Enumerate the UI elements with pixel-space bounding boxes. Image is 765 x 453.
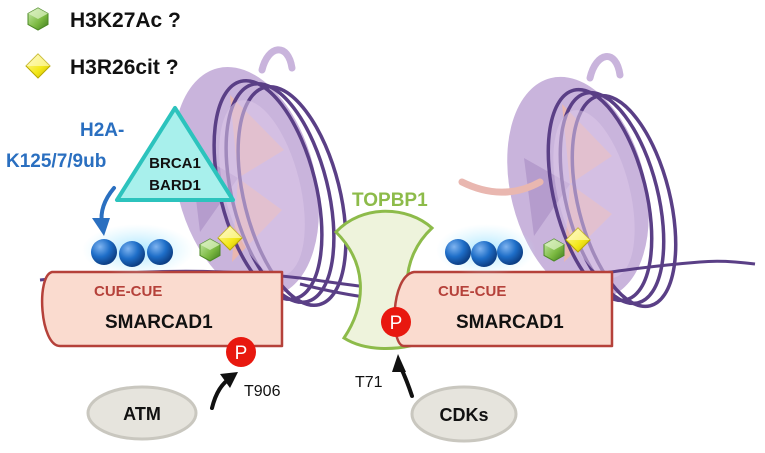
acetyl-mark-left — [199, 238, 221, 262]
ubiquitin-label-line2: K125/7/9ub — [6, 151, 106, 172]
legend-citrul-label: H3R26cit ? — [70, 56, 179, 79]
phospho-right-label: P — [390, 313, 403, 334]
histone-tail-right — [458, 178, 544, 196]
ubiquitin-ball — [119, 241, 145, 267]
brca-line1: BRCA1 — [149, 155, 201, 172]
smarcad-right: CUE-CUE SMARCAD1 P T71 — [355, 270, 614, 391]
nucleosome-right — [458, 53, 678, 309]
acetyl-mark-right — [543, 238, 565, 262]
smarcad-right-name: SMARCAD1 — [456, 312, 564, 333]
ubiquitin-right — [436, 224, 536, 276]
ubiquitin-label-line1: H2A- — [80, 120, 124, 141]
dna-loop-left-top — [258, 46, 296, 74]
ubiquitin-ball — [471, 241, 497, 267]
brca-triangle — [115, 106, 235, 202]
smarcad-right-domain: CUE-CUE — [438, 283, 506, 300]
legend: H3K27Ac ? H3R26cit ? — [25, 7, 181, 79]
smarcad-left-name: SMARCAD1 — [105, 312, 213, 333]
phospho-left-label: P — [235, 343, 248, 364]
ubiquitin-ball — [445, 239, 471, 265]
ubiquitin-ball — [147, 239, 173, 265]
histone-front-left — [219, 100, 305, 276]
legend-acetyl-icon — [27, 7, 49, 31]
ubiquitin-ball — [497, 239, 523, 265]
phospho-right — [381, 307, 411, 337]
cdks-arrow-head — [392, 354, 406, 372]
ubiquitin-ball — [91, 239, 117, 265]
smarcad-left-box — [40, 270, 284, 348]
brca-line2: BARD1 — [149, 177, 201, 194]
legend-acetyl-label: H3K27Ac ? — [70, 9, 181, 32]
topbp1-label: TOPBP1 — [352, 190, 428, 211]
atm-arrow-head — [220, 372, 238, 388]
phospho-left — [226, 337, 256, 367]
atm-label: ATM — [123, 404, 161, 424]
legend-citrul-icon — [25, 53, 51, 79]
ubiquitin-arrow-head — [92, 218, 110, 236]
smarcad-left-domain: CUE-CUE — [94, 283, 162, 300]
cdks-label: CDKs — [439, 405, 488, 425]
ubiquitin-left — [82, 224, 194, 276]
atm-ellipse — [86, 385, 198, 441]
cdks-ellipse — [410, 385, 518, 443]
site-t906: T906 — [244, 383, 281, 400]
site-t71: T71 — [355, 374, 383, 391]
dna-loop-right-top — [586, 53, 624, 82]
smarcad-left: CUE-CUE SMARCAD1 P T906 — [40, 270, 284, 400]
